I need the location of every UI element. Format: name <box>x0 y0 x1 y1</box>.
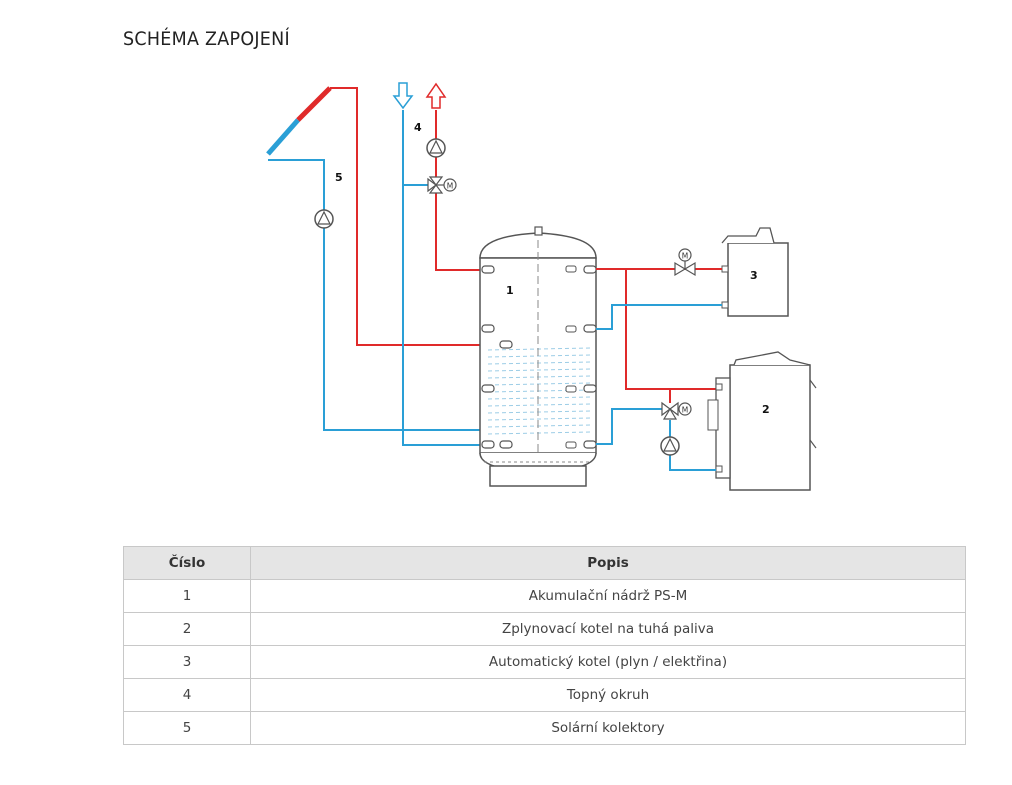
label-solar-collectors: 5 <box>335 171 343 184</box>
accumulation-tank <box>479 226 597 487</box>
svg-text:M: M <box>447 182 453 191</box>
svg-text:M: M <box>682 406 688 415</box>
heating-return-arrow-icon <box>392 82 414 110</box>
solar-cold-pipe <box>268 159 505 445</box>
boiler2-mixing-valve-icon: M <box>661 401 692 420</box>
solar-collector <box>266 86 332 156</box>
row-description: Automatický kotel (plyn / elektřina) <box>250 645 966 679</box>
boiler2-hot-pipe <box>625 269 716 390</box>
boiler3-motor-valve-icon: M <box>674 248 696 277</box>
label-tank: 1 <box>506 284 514 297</box>
label-heating-circuit: 4 <box>414 121 422 134</box>
row-description: Akumulační nádrž PS-M <box>250 579 966 613</box>
svg-text:M: M <box>682 252 688 261</box>
heating-flow-pipe <box>435 110 484 271</box>
label-automatic-boiler: 3 <box>750 269 758 282</box>
row-number: 5 <box>123 711 251 745</box>
table-row: 4 Topný okruh <box>123 678 966 712</box>
table-row: 5 Solární kolektory <box>123 711 966 745</box>
row-number: 2 <box>123 612 251 646</box>
row-description: Solární kolektory <box>250 711 966 745</box>
legend-header-row: Číslo Popis <box>123 546 966 580</box>
row-description: Topný okruh <box>250 678 966 712</box>
heating-pump-icon <box>426 138 446 158</box>
row-number: 1 <box>123 579 251 613</box>
boiler3-return-pipe <box>596 304 722 330</box>
legend-table: Číslo Popis 1 Akumulační nádrž PS-M 2 Zp… <box>123 546 966 745</box>
gasification-boiler <box>707 351 817 491</box>
heating-mixing-valve-icon: M <box>427 176 457 194</box>
solar-pump-icon <box>314 209 334 229</box>
row-number: 3 <box>123 645 251 679</box>
row-description: Zplynovací kotel na tuhá paliva <box>250 612 966 646</box>
heating-flow-arrow-icon <box>425 82 447 109</box>
automatic-boiler <box>721 227 789 317</box>
label-gasification-boiler: 2 <box>762 403 770 416</box>
header-number: Číslo <box>123 546 251 580</box>
table-row: 1 Akumulační nádrž PS-M <box>123 579 966 613</box>
header-description: Popis <box>250 546 966 580</box>
boiler2-pump-icon <box>660 436 680 456</box>
heating-return-pipe <box>402 110 490 446</box>
solar-hot-pipe <box>330 87 497 346</box>
row-number: 4 <box>123 678 251 712</box>
page-title: SCHÉMA ZAPOJENÍ <box>123 28 290 50</box>
table-row: 3 Automatický kotel (plyn / elektřina) <box>123 645 966 679</box>
table-row: 2 Zplynovací kotel na tuhá paliva <box>123 612 966 646</box>
connection-diagram: 5 M 4 <box>266 82 817 491</box>
boiler2-return-pipe <box>596 408 666 445</box>
